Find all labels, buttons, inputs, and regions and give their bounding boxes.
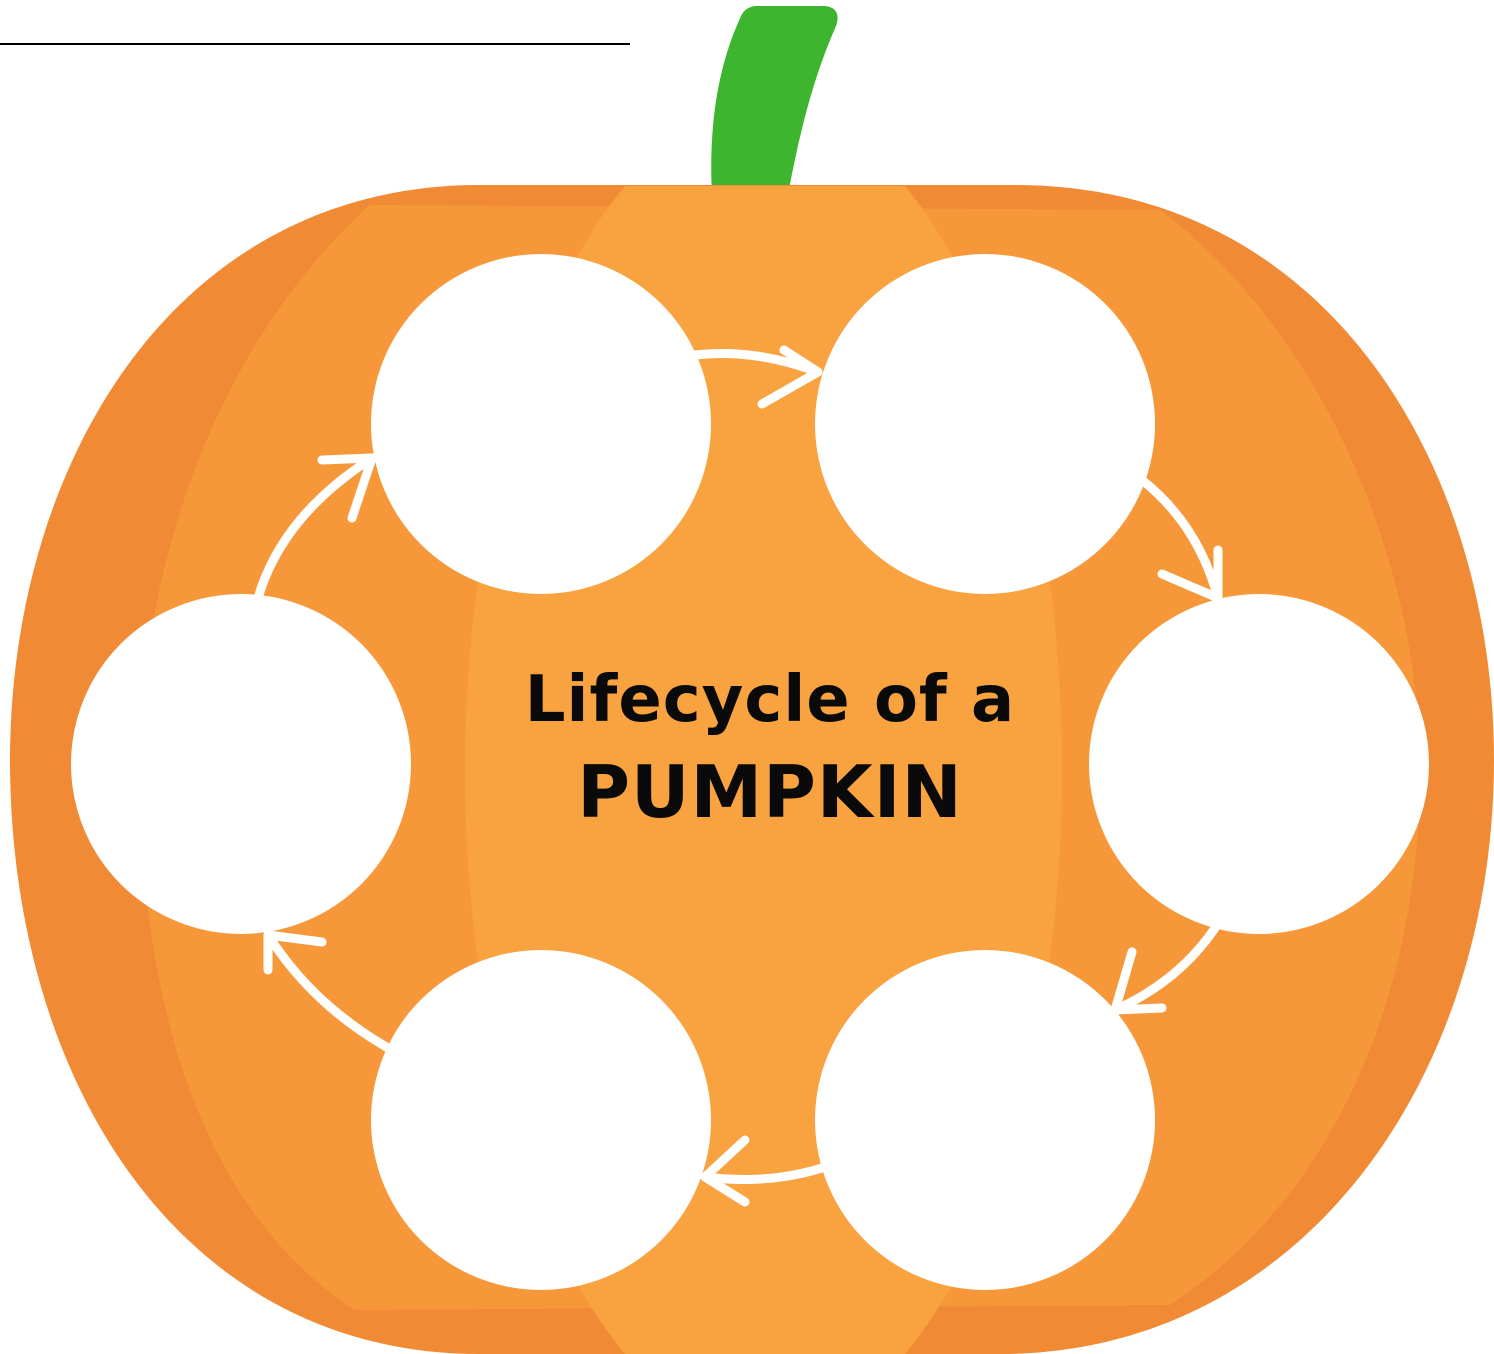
arrow-lower-left [263,930,393,1053]
title-line-1: Lifecycle of a [524,663,1016,737]
title-line-2: PUMPKIN [577,750,963,834]
stage-circle-bottom-left[interactable] [371,950,711,1290]
stage-circles [71,254,1429,1290]
stage-circle-top-left[interactable] [371,254,711,594]
arrow-upper-left [253,453,377,603]
cycle-arrows [253,345,1223,1207]
stage-circle-bottom-right[interactable] [815,950,1155,1290]
pumpkin-stem [711,5,838,196]
diagram-title: Lifecycle of a PUMPKIN [440,668,1100,828]
stage-circle-top-right[interactable] [815,254,1155,594]
arrow-lower-right [1110,923,1220,1015]
arrow-bottom [700,1135,830,1207]
arrow-top [690,345,823,409]
stage-circle-left[interactable] [71,594,411,934]
arrow-upper-right [1137,475,1223,603]
stage-circle-right[interactable] [1089,594,1429,934]
